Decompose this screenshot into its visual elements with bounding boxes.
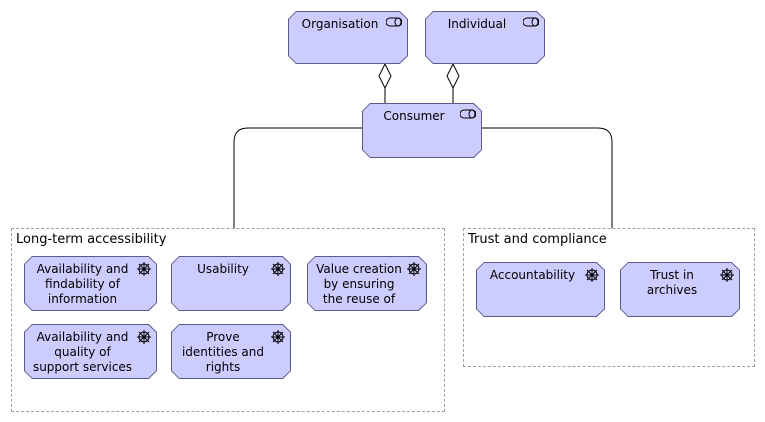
driver-value-creation[interactable]: Value creation by ensuring the reuse of: [307, 256, 427, 311]
driver-icon: [137, 330, 151, 344]
role-icon: [386, 17, 402, 27]
aggregation-diamond-organisation: [378, 62, 392, 90]
driver-label: Availability and quality of support serv…: [32, 330, 133, 374]
aggregation-diamond-individual: [446, 62, 460, 90]
stakeholder-organisation[interactable]: Organisation: [288, 11, 408, 64]
driver-label: Usability: [197, 262, 249, 276]
stakeholder-label: Individual: [447, 17, 507, 31]
association-consumer-long-term-accessibility: [233, 127, 362, 228]
driver-usability[interactable]: Usability: [171, 256, 291, 311]
driver-icon: [137, 262, 151, 276]
group-trust-and-compliance[interactable]: Trust and compliance: [463, 228, 755, 367]
driver-icon: [585, 268, 599, 282]
group-label-trust-and-compliance: Trust and compliance: [468, 232, 607, 247]
driver-icon: [407, 262, 421, 276]
driver-availability-findability[interactable]: Availability and findability of informat…: [24, 256, 157, 311]
association-consumer-trust-and-compliance: [482, 127, 613, 228]
driver-label: Trust in archives: [646, 268, 698, 297]
group-label-long-term-accessibility: Long-term accessibility: [16, 232, 167, 247]
driver-label: Prove identities and rights: [181, 330, 265, 374]
role-icon: [523, 17, 539, 27]
role-icon: [460, 109, 476, 119]
driver-label: Availability and findability of informat…: [36, 262, 129, 306]
driver-label: Accountability: [489, 268, 576, 282]
driver-availability-quality[interactable]: Availability and quality of support serv…: [24, 324, 157, 379]
driver-icon: [720, 268, 734, 282]
stakeholder-individual[interactable]: Individual: [425, 11, 545, 64]
stakeholder-consumer[interactable]: Consumer: [362, 103, 482, 158]
stakeholder-label: Organisation: [301, 17, 379, 31]
driver-icon: [271, 330, 285, 344]
driver-label: Value creation by ensuring the reuse of: [316, 262, 402, 306]
driver-icon: [271, 262, 285, 276]
stakeholder-label: Consumer: [383, 109, 445, 123]
driver-accountability[interactable]: Accountability: [476, 262, 605, 317]
driver-prove-identities[interactable]: Prove identities and rights: [171, 324, 291, 379]
driver-trust-in-archives[interactable]: Trust in archives: [620, 262, 740, 317]
group-long-term-accessibility[interactable]: Long-term accessibility: [11, 228, 445, 412]
